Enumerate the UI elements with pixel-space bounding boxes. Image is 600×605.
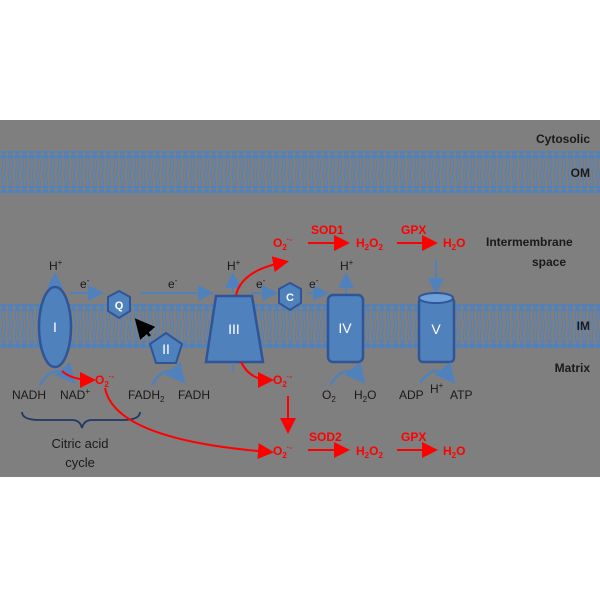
water-label: H2O xyxy=(354,388,376,404)
complex-III-ims-superoxide-arrow xyxy=(235,256,289,296)
complex-I-superoxide-arrow xyxy=(61,370,96,388)
oxygen-label: O2 xyxy=(322,388,336,404)
im-label: IM xyxy=(577,319,590,333)
sod2-label: SOD2 xyxy=(309,430,342,444)
hydrogen-peroxide-matrix: H2O2 xyxy=(356,444,383,460)
nad-label: NAD+ xyxy=(60,387,90,402)
electron-label-3: e- xyxy=(256,276,266,291)
complex-II-fadh-arrow xyxy=(150,362,186,386)
matrix-superoxide-flow-arrow xyxy=(104,387,274,460)
superoxide-complex-III-matrix: O2·- xyxy=(273,372,292,389)
electron-label-2: e- xyxy=(168,276,178,291)
intermembrane-label-line2: space xyxy=(532,255,566,269)
superoxide-ims: O2·- xyxy=(273,235,292,252)
cytosolic-label: Cytosolic xyxy=(536,132,590,146)
cytochrome-c-label: C xyxy=(286,292,294,304)
electron-label-1: e- xyxy=(80,276,90,291)
gpx-label-ims: GPX xyxy=(401,223,426,237)
h-plus-atp-label: H+ xyxy=(430,381,444,396)
matrix-label: Matrix xyxy=(555,361,591,375)
complex-IV-label: IV xyxy=(338,320,352,336)
citric-acid-label-line2: cycle xyxy=(65,455,95,470)
complex-III xyxy=(204,294,265,364)
complex-IV-water-arrow xyxy=(328,362,366,386)
citric-acid-label: Citric acid xyxy=(51,436,108,451)
fadh2-label: FADH2 xyxy=(128,388,165,404)
atp-label: ATP xyxy=(450,388,472,402)
complex-I-nadh-arrow xyxy=(38,362,76,386)
nadh-label: NADH xyxy=(12,388,46,402)
ubiquinone-q xyxy=(107,289,131,320)
complex-III-matrix-superoxide-arrow xyxy=(240,361,274,388)
ubiquinone-label: Q xyxy=(115,300,124,312)
complex-V-atp-arrow xyxy=(418,362,456,384)
complex-II-to-q-arrow xyxy=(134,318,156,340)
intermembrane-label: Intermembrane xyxy=(486,235,573,249)
proton-label-IV: H+ xyxy=(340,258,354,273)
fadh-label: FADH xyxy=(178,388,210,402)
complex-IV xyxy=(326,293,365,364)
electron-label-4: e- xyxy=(309,276,319,291)
water-ims: H2O xyxy=(443,236,465,252)
sod1-label: SOD1 xyxy=(311,223,344,237)
complex-I-label: I xyxy=(53,319,57,335)
complex-V-label: V xyxy=(431,321,441,337)
outer-membrane xyxy=(0,151,600,193)
om-label: OM xyxy=(571,166,590,180)
complex-II-label: II xyxy=(162,341,170,357)
hydrogen-peroxide-ims: H2O2 xyxy=(356,236,383,252)
proton-label-I: H+ xyxy=(49,258,63,273)
superoxide-matrix: O2·- xyxy=(273,443,292,460)
complex-V xyxy=(417,292,456,364)
adp-label: ADP xyxy=(399,388,424,402)
complex-III-label: III xyxy=(228,321,240,337)
inner-membrane xyxy=(0,304,600,348)
gpx-label-matrix: GPX xyxy=(401,430,426,444)
cytochrome-c xyxy=(278,281,302,312)
proton-label-III: H+ xyxy=(227,258,241,273)
superoxide-complex-I: O2·- xyxy=(95,372,114,389)
water-matrix: H2O xyxy=(443,444,465,460)
